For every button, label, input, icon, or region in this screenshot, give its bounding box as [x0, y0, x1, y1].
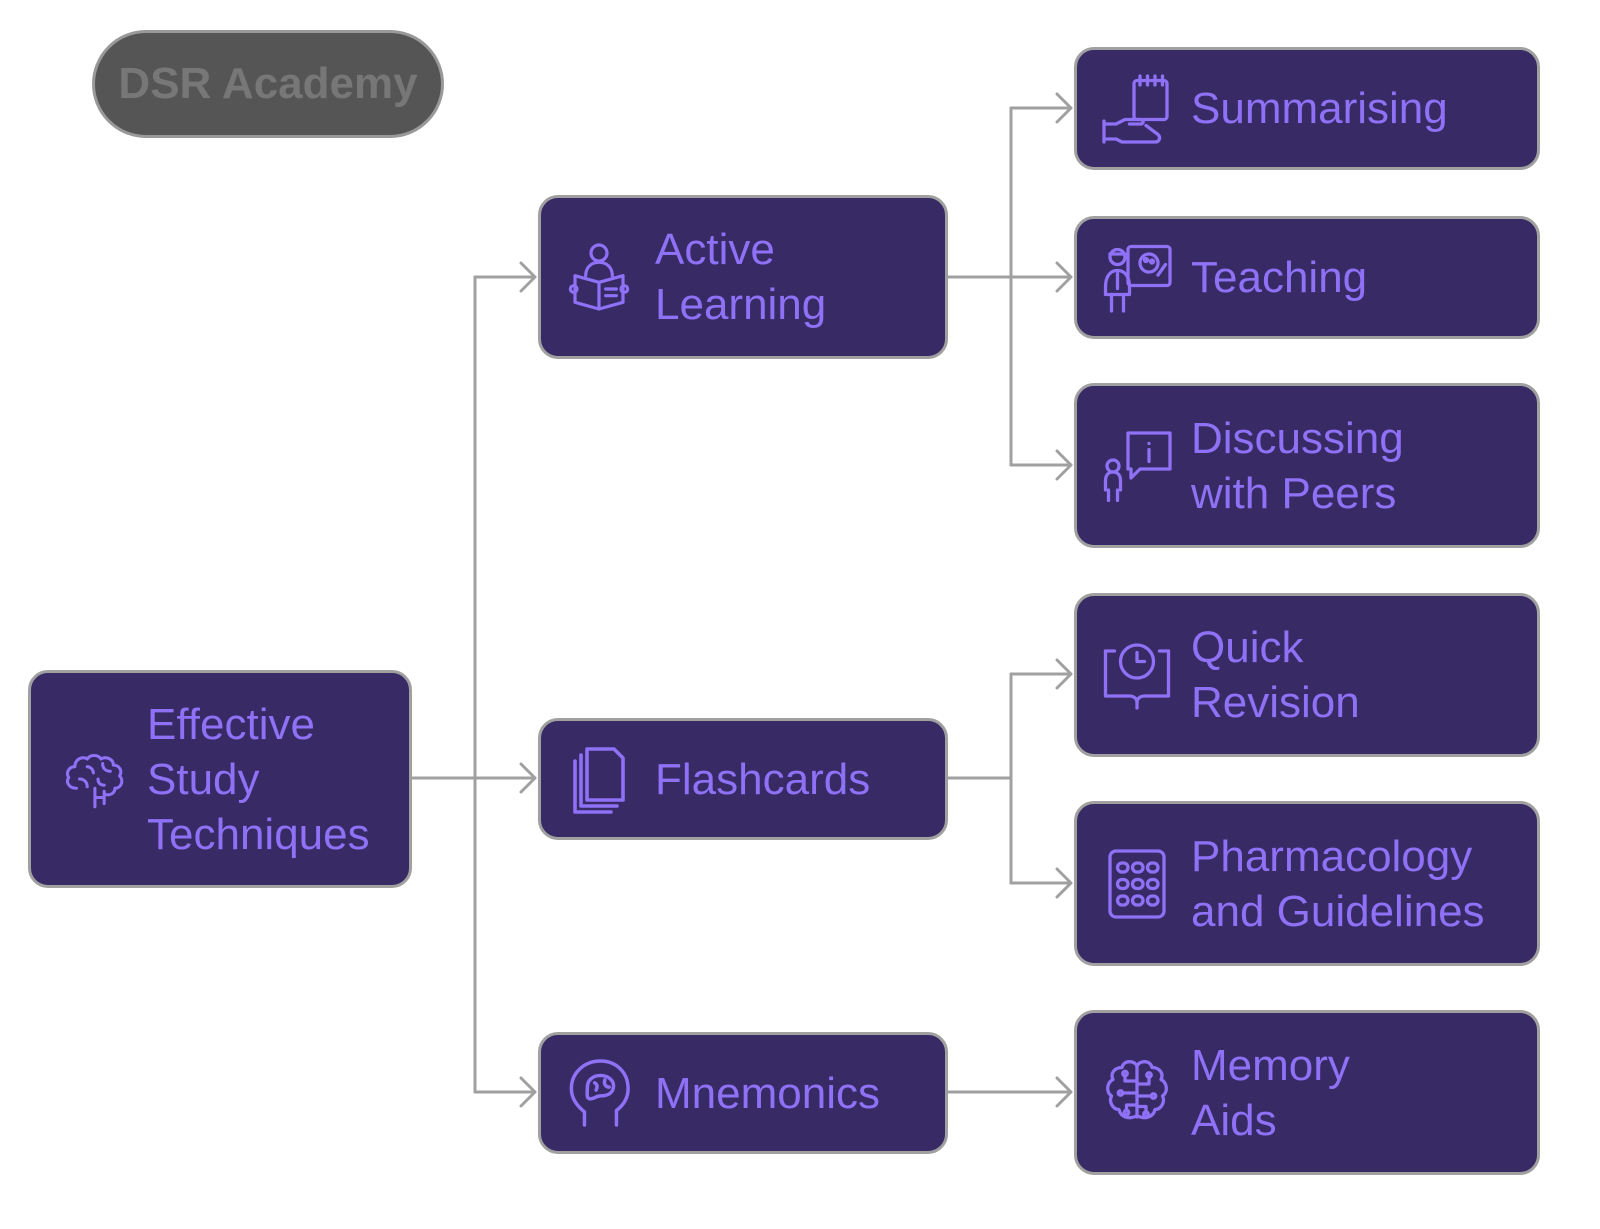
connector-to-memory-aids — [944, 1076, 1073, 1108]
reading-person-icon — [567, 241, 631, 313]
node-discussing-with-peers[interactable]: Discussing with Peers — [1074, 383, 1540, 548]
node-effective-study-techniques[interactable]: Effective Study Techniques — [28, 670, 412, 888]
node-quick-revision[interactable]: Quick Revision — [1074, 593, 1540, 757]
book-clock-icon — [1101, 639, 1173, 711]
brand-badge: DSR Academy — [92, 30, 444, 138]
connector-to-pharmacology — [1009, 867, 1073, 899]
connector-active-trunk — [944, 106, 1013, 467]
connector-root-trunk — [410, 275, 477, 1094]
node-memory-aids[interactable]: Memory Aids — [1074, 1010, 1540, 1175]
node-mnemonics[interactable]: Mnemonics — [538, 1032, 948, 1154]
teacher-board-icon — [1101, 242, 1173, 314]
pill-pack-icon — [1101, 848, 1173, 920]
brain-icon — [55, 742, 141, 816]
pharmacology-label: Pharmacology and Guidelines — [1191, 831, 1485, 936]
connector-to-flashcards — [473, 762, 537, 794]
card-stack-icon — [567, 743, 631, 815]
active-learning-label: Active Learning — [655, 225, 827, 329]
teaching-label: Teaching — [1191, 253, 1368, 302]
connector-to-quick-revision — [1009, 658, 1073, 690]
connector-to-discussing — [1009, 449, 1073, 481]
brand-label: DSR Academy — [118, 59, 418, 108]
discussing-label: Discussing with Peers — [1191, 413, 1404, 518]
head-brain-icon — [567, 1057, 631, 1129]
connector-to-summarising — [1009, 92, 1073, 124]
connector-to-teaching — [1009, 261, 1073, 293]
flashcards-label: Flashcards — [655, 754, 871, 804]
summarising-label: Summarising — [1191, 84, 1448, 133]
node-summarising[interactable]: Summarising — [1074, 47, 1540, 170]
mnemonics-label: Mnemonics — [655, 1068, 880, 1118]
quick-revision-label: Quick Revision — [1191, 623, 1360, 727]
memory-aids-label: Memory Aids — [1191, 1040, 1350, 1145]
brain-circuit-icon — [1101, 1057, 1173, 1129]
node-flashcards[interactable]: Flashcards — [538, 718, 948, 840]
root-label: Effective Study Techniques — [147, 699, 370, 859]
node-pharmacology-and-guidelines[interactable]: Pharmacology and Guidelines — [1074, 801, 1540, 966]
connector-to-active-learning — [473, 261, 537, 293]
hand-notepad-icon — [1101, 73, 1173, 145]
connector-flashcards-trunk — [944, 672, 1013, 885]
node-active-learning[interactable]: Active Learning — [538, 195, 948, 359]
connector-to-mnemonics — [473, 1076, 537, 1108]
node-teaching[interactable]: Teaching — [1074, 216, 1540, 339]
person-info-bubble-icon — [1101, 430, 1173, 502]
